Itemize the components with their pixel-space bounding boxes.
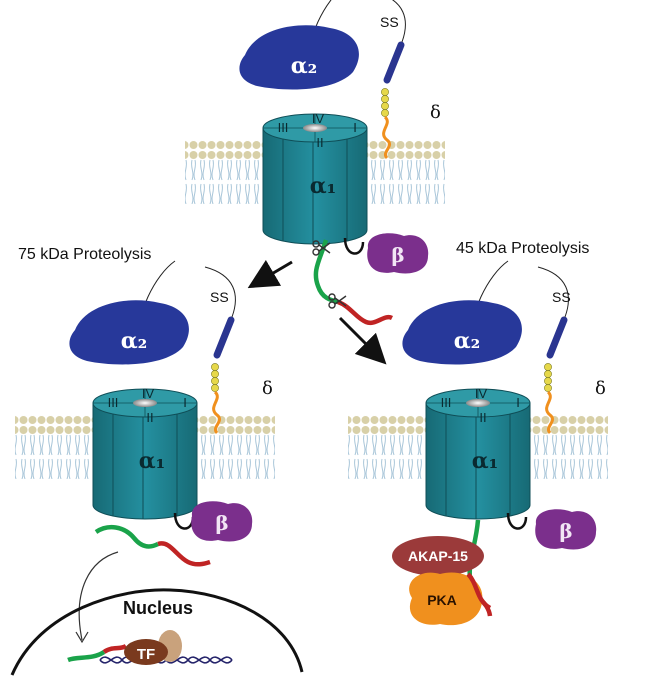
disulfide-label: SS [210, 289, 229, 305]
domain-iv-label: IV [142, 386, 155, 401]
domain-iii-label: III [441, 395, 452, 410]
left-fragment-arrow [78, 551, 119, 641]
scissors-icon [312, 240, 331, 256]
domain-iii-label: III [108, 395, 119, 410]
left-caption: 75 kDa Proteolysis [18, 246, 152, 263]
delta-label: δ [262, 378, 273, 399]
arrow-right-icon [338, 316, 387, 365]
pka-protein [409, 572, 483, 626]
domain-i-label: I [353, 120, 357, 135]
beta-label: β [559, 519, 572, 543]
left-fragment-green [94, 524, 160, 549]
alpha1-label: α₁ [310, 173, 337, 199]
delta-label: δ [430, 102, 441, 123]
top-cterminal-green [313, 239, 339, 305]
right-caption: 45 kDa Proteolysis [456, 240, 590, 257]
domain-iv-label: IV [475, 386, 488, 401]
pka-label: PKA [427, 592, 457, 608]
beta-label: β [391, 243, 404, 267]
nucleus-label: Nucleus [123, 598, 193, 618]
domain-i-label: I [516, 395, 520, 410]
nucleus-membrane [10, 588, 304, 676]
alpha2-label: α₂ [454, 328, 481, 354]
alpha1-label: α₁ [139, 448, 166, 474]
disulfide-label: SS [380, 14, 399, 30]
domain-ii-label: II [479, 410, 486, 425]
domain-iii-label: III [278, 120, 289, 135]
domain-ii-label: II [146, 410, 153, 425]
domain-iv-label: IV [312, 111, 325, 126]
top-cterminal-red [337, 299, 394, 326]
arrow-left-icon [247, 259, 293, 289]
left-fragment-red [157, 541, 211, 567]
nuclear-fragment-green [67, 650, 106, 663]
scissors-icon [328, 293, 347, 309]
nuclear-fragment-red [102, 643, 128, 654]
akap15-label: AKAP-15 [408, 548, 468, 564]
disulfide-label: SS [552, 289, 571, 305]
akap15-protein [392, 536, 484, 576]
domain-i-label: I [183, 395, 187, 410]
delta-label: δ [595, 378, 606, 399]
alpha1-label: α₁ [472, 448, 499, 474]
transcription-factor [124, 639, 168, 665]
domain-ii-label: II [316, 135, 323, 150]
tf-label: TF [137, 646, 155, 663]
beta-label: β [215, 511, 228, 535]
alpha2-label: α₂ [291, 53, 318, 79]
top-channel [185, 0, 445, 254]
alpha2-label: α₂ [121, 328, 148, 354]
